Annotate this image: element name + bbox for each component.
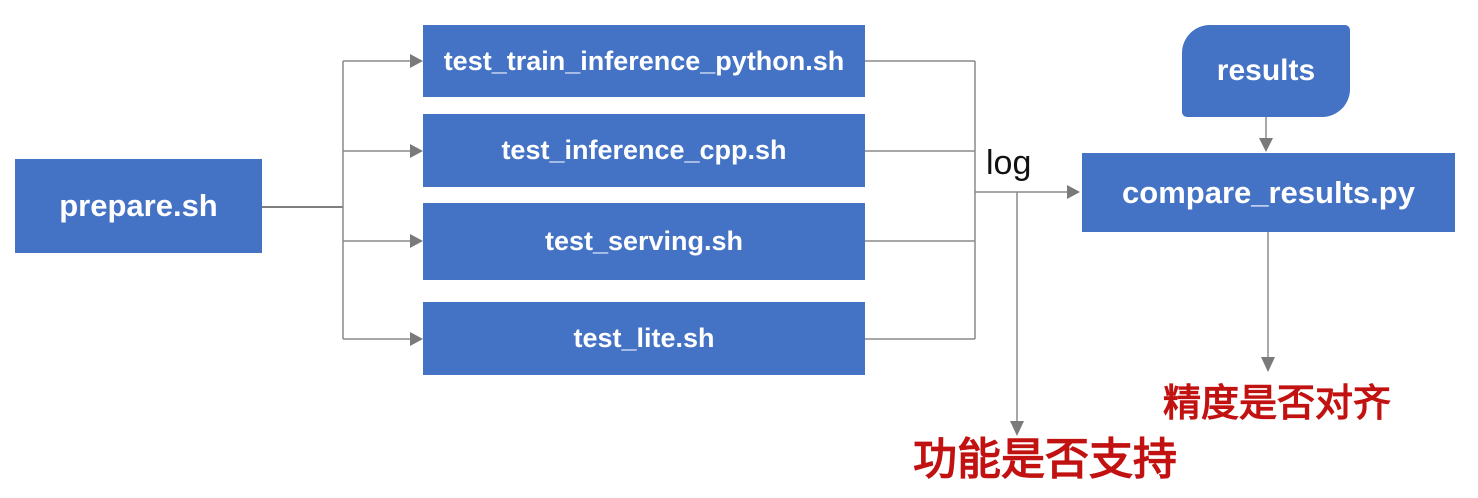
- arrowhead-function-support: [1010, 421, 1024, 436]
- arrowhead-into-test1: [410, 54, 423, 68]
- node-compare-results-py-label: compare_results.py: [1122, 174, 1415, 210]
- arrowhead-into-compare: [1067, 185, 1080, 199]
- arrowhead-into-test2: [410, 144, 423, 158]
- node-prepare-sh: prepare.sh: [15, 159, 262, 253]
- node-test-train-inference-python: test_train_inference_python.sh: [423, 25, 865, 97]
- edge-label-log: log: [986, 144, 1032, 182]
- node-test-inference-cpp: test_inference_cpp.sh: [423, 114, 865, 187]
- annotation-precision-aligned: 精度是否对齐: [1163, 383, 1392, 425]
- node-test-inference-cpp-label: test_inference_cpp.sh: [501, 135, 787, 165]
- node-test-serving: test_serving.sh: [423, 203, 865, 280]
- node-test-serving-label: test_serving.sh: [544, 226, 744, 256]
- node-compare-results-py: compare_results.py: [1082, 153, 1455, 232]
- arrowhead-into-test3: [410, 234, 423, 248]
- node-results-label: results: [1216, 54, 1316, 87]
- annotation-function-support: 功能是否支持: [913, 435, 1177, 484]
- arrowhead-precision-aligned: [1261, 357, 1275, 372]
- node-prepare-sh-label: prepare.sh: [59, 188, 218, 223]
- node-test-train-inference-python-label: test_train_inference_python.sh: [443, 45, 845, 76]
- node-test-lite: test_lite.sh: [423, 302, 865, 375]
- node-test-lite-label: test_lite.sh: [573, 323, 715, 353]
- node-results: results: [1182, 25, 1350, 117]
- arrowhead-results-into-compare: [1259, 138, 1273, 152]
- arrowhead-into-test4: [410, 332, 423, 346]
